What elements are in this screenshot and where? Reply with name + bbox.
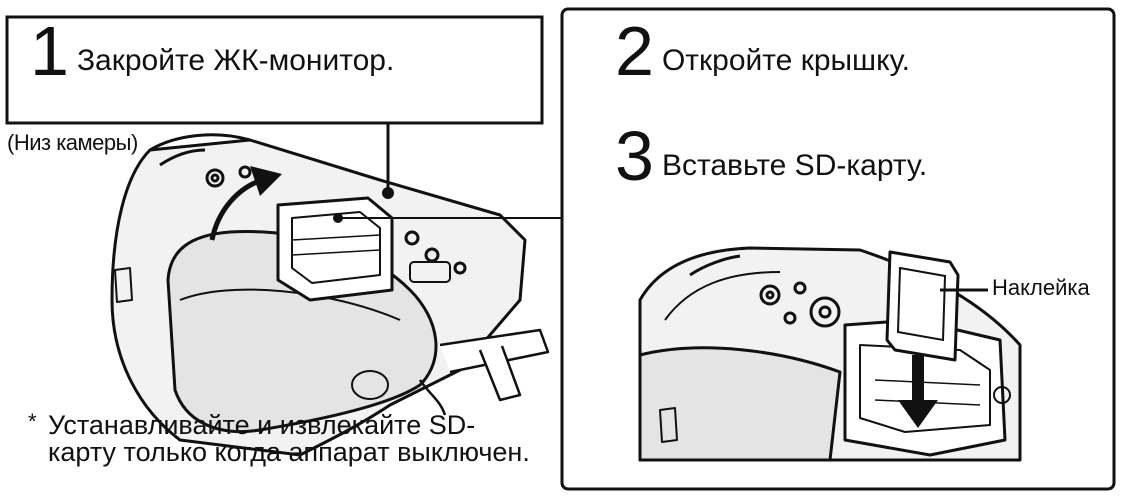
camera-bottom-illustration — [110, 133, 550, 457]
sticker-label: Наклейка — [992, 275, 1090, 300]
step-2: 2 Откройте крышку. — [615, 12, 910, 90]
step-3: 3 Вставьте SD-карту. — [615, 117, 928, 195]
step-1: 1 Закройте ЖК-монитор. — [30, 12, 395, 90]
callout-leader-dot — [382, 187, 394, 199]
step-3-number: 3 — [615, 117, 654, 195]
detail-leader-dot — [333, 213, 343, 223]
sd-card — [885, 250, 960, 362]
insert-direction-arrow — [898, 355, 938, 428]
safety-note: * Устанавливайте и извлекайте SD- карту … — [28, 409, 530, 467]
step-2-number: 2 — [615, 12, 654, 90]
step1-callout-box — [5, 15, 544, 125]
step-1-text: Закройте ЖК-монитор. — [76, 44, 395, 77]
step-3-text: Вставьте SD-карту. — [661, 149, 928, 182]
camera-bottom-label: (Низ камеры) — [7, 130, 138, 155]
close-monitor-arrow — [209, 166, 282, 241]
note-line-2: карту только когда аппарат выключен. — [48, 437, 530, 467]
note-line-1: Устанавливайте и извлекайте SD- — [48, 410, 476, 440]
step-1-number: 1 — [30, 12, 69, 90]
step-2-text: Откройте крышку. — [661, 44, 910, 77]
note-asterisk: * — [28, 409, 37, 434]
